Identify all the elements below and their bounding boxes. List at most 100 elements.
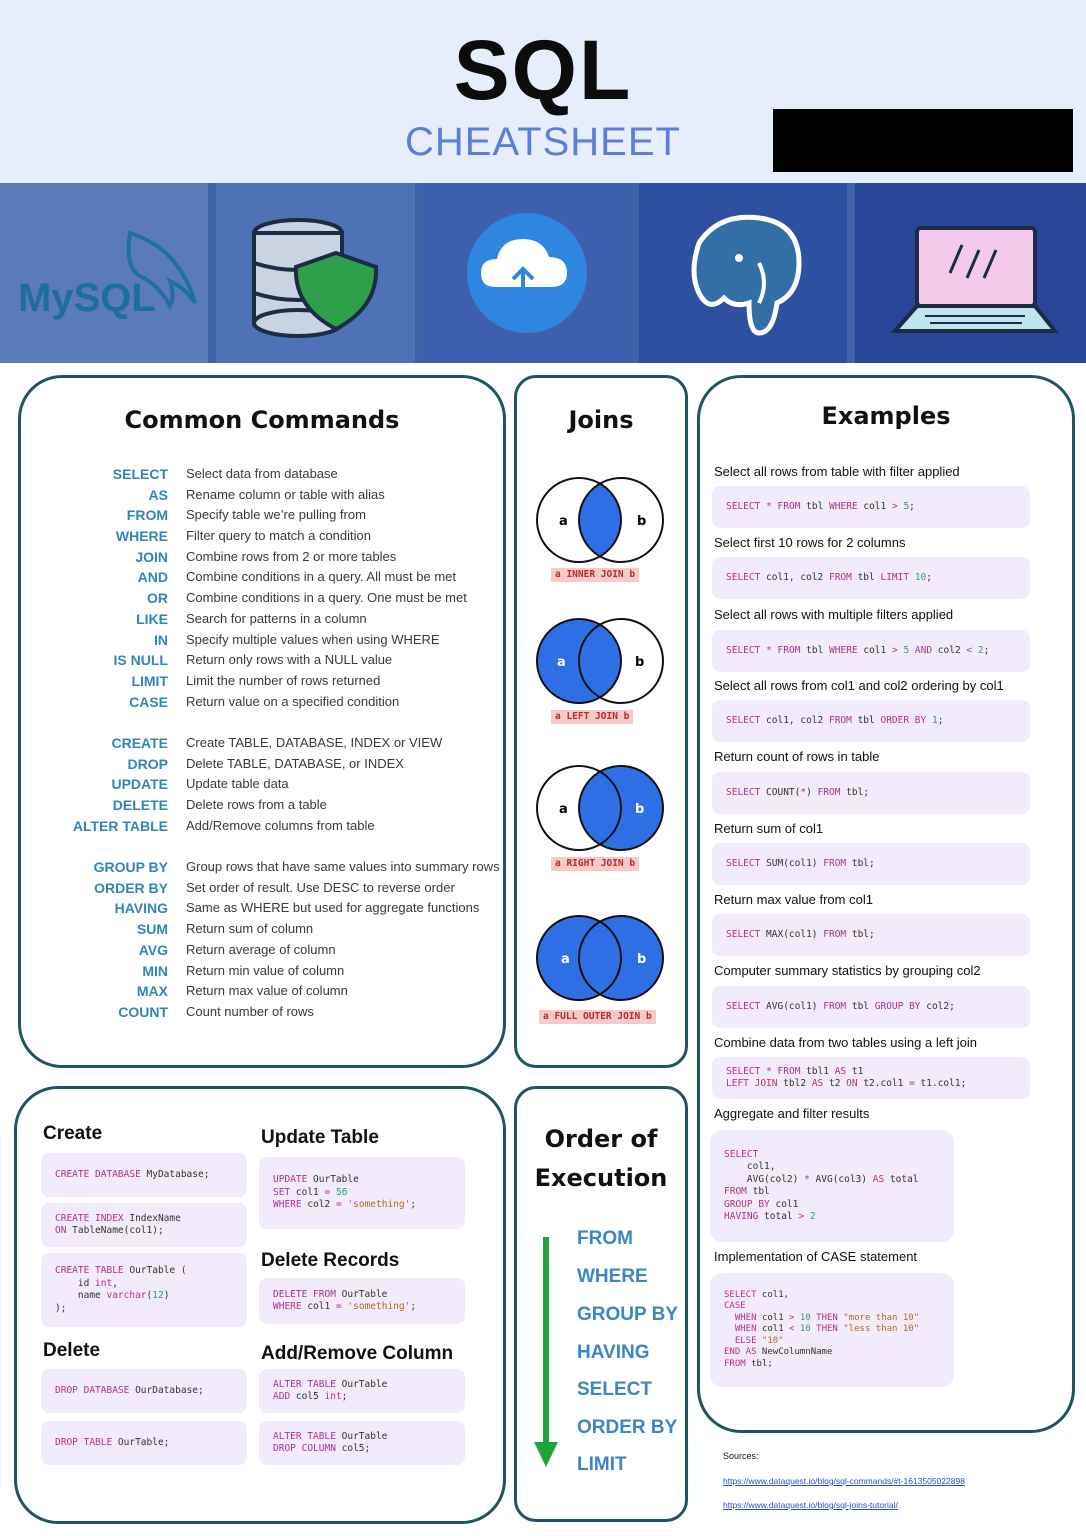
command-keyword: UPDATE <box>111 776 168 793</box>
example-question: Aggregate and filter results <box>714 1106 870 1121</box>
update-table-code: UPDATE OurTable SET col1 = 56 WHERE col2… <box>259 1157 465 1229</box>
svg-text:a: a <box>561 952 570 967</box>
command-keyword: MAX <box>136 983 168 1000</box>
svg-text:a: a <box>559 802 568 817</box>
full-outer-join-label: a FULL OUTER JOIN b <box>539 1010 656 1024</box>
create-table-code: CREATE TABLE OurTable ( id int, name var… <box>41 1253 247 1327</box>
order-of-execution-panel: Order of Execution FROM WHERE GROUP BY H… <box>514 1086 688 1522</box>
command-keyword: WHERE <box>115 528 168 545</box>
command-description: Return only rows with a NULL value <box>186 652 393 668</box>
example-code: SELECT COUNT(*) FROM tbl; <box>712 772 1030 814</box>
example-code: SELECT col1, col2 FROM tbl LIMIT 10; <box>712 557 1030 599</box>
command-description: Combine rows from 2 or more tables <box>186 548 397 564</box>
delete-records-heading: Delete Records <box>261 1250 400 1271</box>
order-step: GROUP BY <box>577 1304 679 1325</box>
order-step: HAVING <box>577 1342 650 1363</box>
database-shield-icon <box>216 183 415 363</box>
command-description: Return max value of column <box>186 983 348 999</box>
command-keyword: AND <box>137 569 168 586</box>
mysql-text: MySQL <box>18 276 156 320</box>
svg-text:a: a <box>557 655 566 670</box>
svg-text:a: a <box>559 514 568 529</box>
command-keyword: SUM <box>136 921 168 938</box>
example-code: SELECT * FROM tbl WHERE col1 > 5; <box>712 486 1030 528</box>
command-keyword: COUNT <box>118 1003 168 1020</box>
left-join-label: a LEFT JOIN b <box>551 710 634 724</box>
inner-join-label: a INNER JOIN b <box>551 568 640 582</box>
examples-panel: Examples Select all rows from table with… <box>697 375 1075 1433</box>
command-keyword: DELETE <box>112 797 168 813</box>
command-keyword: ALTER TABLE <box>72 817 168 834</box>
command-keyword: FROM <box>126 507 168 524</box>
example-question: Return count of rows in table <box>714 749 880 764</box>
command-keyword: AS <box>148 486 168 503</box>
redaction-box <box>773 109 1073 172</box>
add-remove-column-heading: Add/Remove Column <box>261 1343 454 1364</box>
joins-title: Joins <box>568 406 634 434</box>
command-row: LIMIT Limit the number of rows returned <box>61 671 511 692</box>
drop-table-code: DROP TABLE OurTable; <box>41 1421 247 1465</box>
example-code: SELECT * FROM tbl1 AS t1 LEFT JOIN tbl2 … <box>712 1057 1030 1099</box>
create-heading: Create <box>43 1123 103 1144</box>
example-code: SELECT SUM(col1) FROM tbl; <box>712 843 1030 885</box>
command-row: MAX Return max value of column <box>61 981 511 1002</box>
example-question: Select first 10 rows for 2 columns <box>714 535 906 550</box>
command-description: Filter query to match a condition <box>186 528 371 544</box>
source-link[interactable]: https://www.dataquest.io/blog/sql-comman… <box>723 1476 965 1486</box>
icon-banner: MySQL <box>0 183 1086 363</box>
order-step: FROM <box>577 1228 633 1249</box>
command-description: Same as WHERE but used for aggregate fun… <box>186 900 480 916</box>
svg-text:b: b <box>637 514 646 529</box>
example-question: Select all rows from col1 and col2 order… <box>714 678 1004 693</box>
source-link[interactable]: https://www.dataquest.io/blog/sql-joins-… <box>723 1500 898 1510</box>
common-commands-title: Common Commands <box>124 406 400 434</box>
drop-column-code: ALTER TABLE OurTable DROP COLUMN col5; <box>259 1421 465 1465</box>
command-description: Limit the number of rows returned <box>186 672 381 688</box>
example-question: Return max value from col1 <box>714 892 873 907</box>
order-step: LIMIT <box>577 1454 627 1475</box>
command-row: IN Specify multiple values when using WHE… <box>61 630 511 651</box>
command-row: DROP Delete TABLE, DATABASE, or INDEX <box>61 754 511 775</box>
command-keyword: SELECT <box>112 466 168 482</box>
command-keyword: AVG <box>138 941 168 958</box>
command-description: Delete TABLE, DATABASE, or INDEX <box>186 755 404 771</box>
sources-label: Sources: <box>723 1451 759 1461</box>
delete-heading: Delete <box>43 1340 101 1361</box>
command-description: Specify multiple values when using WHERE <box>186 631 440 647</box>
command-description: Delete rows from a table <box>186 797 327 812</box>
example-question: Computer summary statistics by grouping … <box>714 963 981 978</box>
ddl-panel: Create CREATE DATABASE MyDatabase; CREAT… <box>14 1086 506 1524</box>
example-code: SELECT col1, col2 FROM tbl ORDER BY 1; <box>712 700 1030 742</box>
examples-title: Examples <box>821 402 951 430</box>
command-keyword: IN <box>154 631 168 648</box>
command-keyword: DROP <box>127 755 168 772</box>
command-description: Set order of result. Use DESC to reverse… <box>186 879 455 895</box>
example-code: SELECT MAX(col1) FROM tbl; <box>712 914 1030 956</box>
command-keyword: GROUP BY <box>93 859 168 876</box>
command-description: Search for patterns in a column <box>186 610 367 626</box>
common-commands-panel: Common Commands SELECT Select data from d… <box>18 375 506 1068</box>
order-title-line1: Order of <box>544 1125 658 1153</box>
page-subtitle: CHEATSHEET <box>405 120 681 164</box>
command-keyword: LIMIT <box>131 672 168 689</box>
command-description: Combine conditions in a query. All must … <box>186 569 457 585</box>
command-description: Combine conditions in a query. One must … <box>186 590 467 606</box>
cloud-upload-icon <box>423 183 631 363</box>
laptop-icon <box>855 183 1086 363</box>
command-description: Rename column or table with alias <box>186 486 385 502</box>
command-description: Select data from database <box>186 466 338 481</box>
svg-text:b: b <box>637 952 646 967</box>
